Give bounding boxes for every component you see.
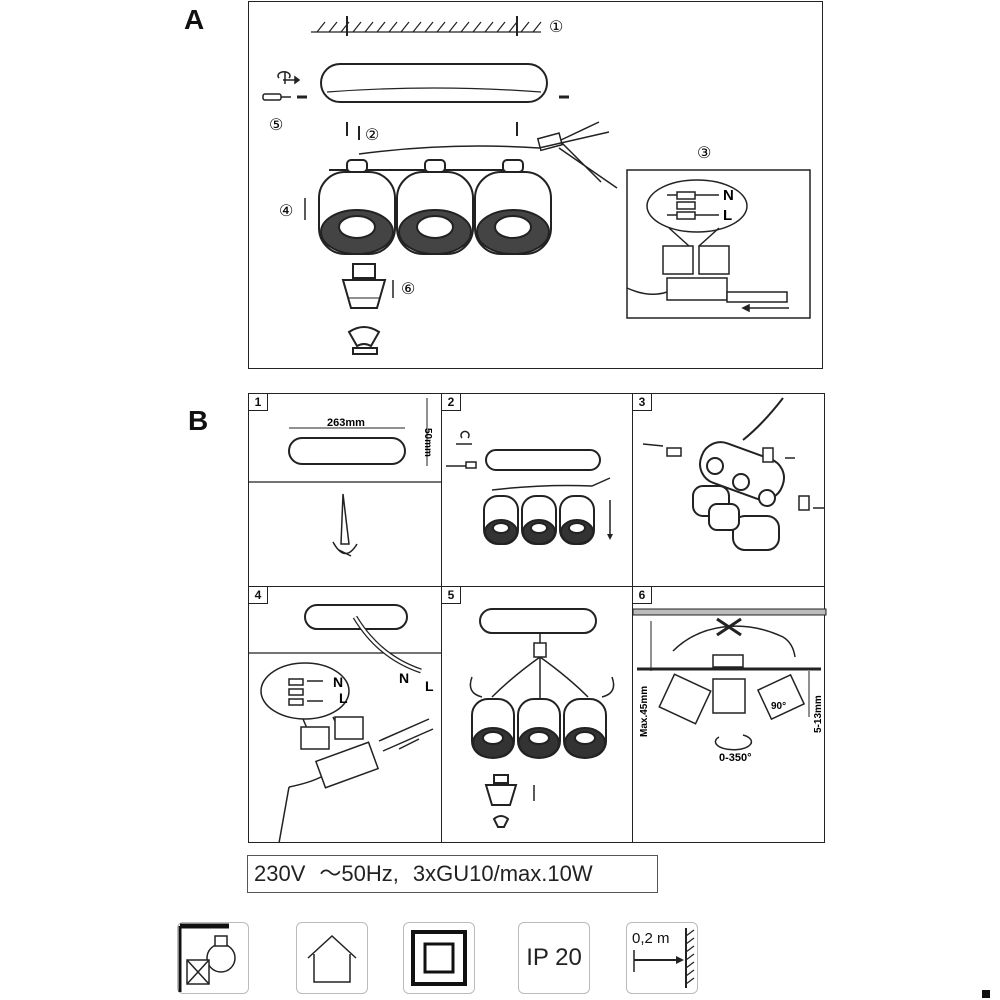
inset-label-n: N [723,187,734,204]
mounting-plate [320,63,548,103]
step-2-number: 2 [442,394,461,411]
step-2-panel: 2 [441,393,634,588]
terminal-label-n: N [333,674,343,690]
inset-label-l: L [723,207,732,224]
distance-text: 0,2 m [632,930,670,947]
ip20-icon: IP 20 [518,922,590,994]
section-a-letter: A [184,4,205,35]
ceiling-screws [346,16,518,36]
step-4-terminal [260,662,434,844]
spec-box: 230V ～50Hz, 3xGU10/max.10W [247,855,658,893]
step-5-number: 5 [442,587,461,604]
spotlight-2 [396,171,474,255]
section-a-drawing: ① ⑤ ② [262,16,811,355]
step-5-panel: 5 [441,586,634,843]
step-1-number: 1 [249,394,268,411]
step-3-assembly [692,397,785,551]
step-6-spots [658,673,806,725]
step-3-number: 3 [633,394,652,411]
adjust-height-label: 5-13mm [813,695,824,733]
callout-4: ④ [279,203,293,220]
frequency-text: ～50Hz, [319,861,399,886]
supply-wire [358,121,618,189]
spotlight-1 [318,171,396,255]
gu10-bulb [341,263,387,309]
callout-6: ⑥ [401,281,415,298]
callout-1: ① [549,19,563,36]
step-6-drawing: Max.45mm 5-13mm 90° 0-350° [632,608,827,764]
width-label: 263mm [327,417,365,429]
ip-rating-text: IP 20 [526,944,582,971]
indoor-use-icon [296,922,368,994]
side-screw-left [262,71,569,101]
height-label: 50mm [422,428,433,457]
terminal-label-l: L [339,690,348,706]
step-5-spotlights [471,698,607,759]
step-1-panel: 1 263mm 50mm [248,393,444,588]
ceiling-hatch [311,21,542,33]
step-2-drawing [446,430,613,545]
max-height-label: Max.45mm [639,686,650,737]
section-a-panel: ① ⑤ ② [248,1,823,369]
spotlight-3 [474,171,552,255]
wire-label-n: N [399,670,409,686]
wire-label-l: L [425,678,434,694]
callout-2: ② [365,127,379,144]
bulbs-text: 3xGU10/max.10W [412,861,593,886]
step-2-spotlights [483,495,595,545]
step-3-panel: 3 [632,393,825,588]
drill-icon [332,493,358,557]
step-4-drawing: N L N L [249,604,444,844]
mount-arrows [346,122,518,140]
step-1-drawing: 263mm 50mm [249,398,444,557]
voltage-text: 230V [254,861,306,886]
step-5-drawing [469,608,615,828]
step-6-number: 6 [633,587,652,604]
step-6-panel: 6 Max.45mm 5-13mm 90° 0-350° [632,586,827,843]
section-b-letter: B [188,405,209,436]
step-5-bulb [484,774,518,828]
tilt-label: 90° [771,701,786,712]
callout-5: ⑤ [269,117,283,134]
bulb-cover [347,326,381,355]
step-4-panel: 4 N L N L [248,586,444,844]
min-distance-icon: 0,2 m [626,922,698,994]
rotation-label: 0-350° [719,752,752,764]
wiring-inset: N L [626,169,811,319]
class-ii-icon [403,922,475,994]
corner-mark [982,990,990,998]
no-insulation-cover-icon [177,922,249,994]
step-3-drawing [642,397,825,551]
callout-3: ③ [697,145,711,162]
spotlight-assembly [318,159,552,255]
step-4-number: 4 [249,587,268,604]
